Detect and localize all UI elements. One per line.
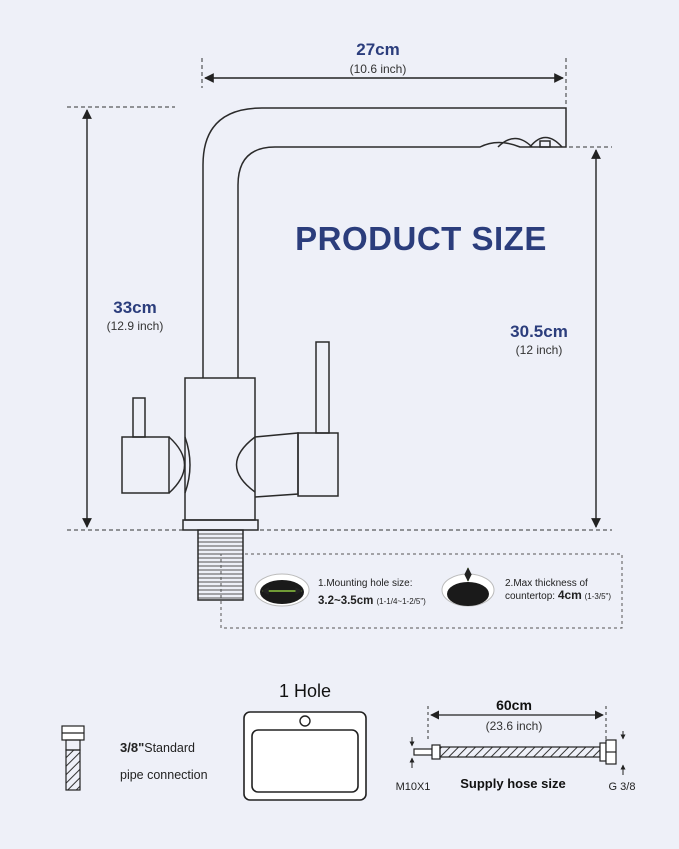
pipe-size-text: 3/8"Standard <box>120 740 195 755</box>
spout-value: 30.5cm <box>510 322 568 341</box>
hose-icon <box>413 739 617 765</box>
height-dimension: 33cm (12.9 inch) <box>67 106 183 531</box>
height-value: 33cm <box>113 298 156 317</box>
hose-length-inch: (23.6 inch) <box>486 719 543 733</box>
thickness-label: 2.Max thickness of <box>505 578 588 589</box>
pipe-fitting-icon <box>61 725 85 791</box>
hose-caption: Supply hose size <box>460 776 565 791</box>
one-hole-sink: 1 Hole <box>243 681 367 801</box>
pipe-connection: 3/8"Standard pipe connection <box>61 725 208 791</box>
hole-size-label: 1.Mounting hole size: <box>318 578 413 589</box>
left-thread-label: M10X1 <box>396 781 431 793</box>
right-thread-label: G 3/8 <box>609 781 636 793</box>
width-dimension: 27cm (10.6 inch) <box>201 40 567 104</box>
countertop-thickness-icon <box>441 567 495 607</box>
mounting-info-box: 1.Mounting hole size: 3.2~3.5cm (1-1/4~1… <box>220 553 623 629</box>
hole-count-label: 1 Hole <box>279 681 331 701</box>
thickness-value: countertop: 4cm (1-3/5") <box>505 588 611 602</box>
hose-length: 60cm <box>496 697 532 713</box>
hole-size-value: 3.2~3.5cm (1-1/4~1-2/5") <box>318 595 426 607</box>
pipe-connection-text: pipe connection <box>120 768 208 782</box>
mounting-hole-icon <box>254 573 310 607</box>
supply-hose: 60cm (23.6 inch) M10X1 G 3/8 Supply hose… <box>396 697 636 793</box>
page-title: PRODUCT SIZE <box>295 220 547 257</box>
faucet-drawing <box>121 107 567 601</box>
faucet-hole-icon <box>299 715 311 727</box>
width-value: 27cm <box>356 40 399 59</box>
height-inch: (12.9 inch) <box>107 319 164 333</box>
spout-height-dimension: 30.5cm (12 inch) <box>260 146 612 531</box>
width-inch: (10.6 inch) <box>350 62 407 76</box>
spout-inch: (12 inch) <box>516 343 563 357</box>
